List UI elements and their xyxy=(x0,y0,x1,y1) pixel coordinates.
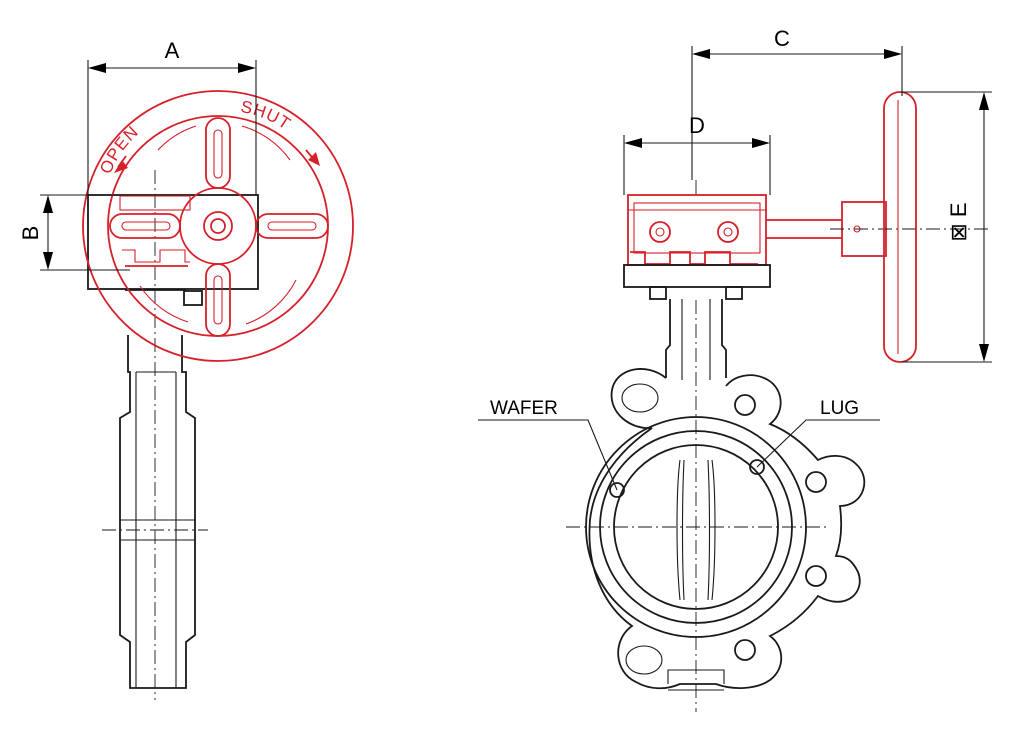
handwheel-side xyxy=(883,91,917,363)
dimension-e-label: ⊠ E xyxy=(946,202,971,241)
callout-wafer: WAFER xyxy=(478,398,618,491)
wafer-label: WAFER xyxy=(490,398,558,419)
side-gearbox xyxy=(87,194,259,290)
dimension-c-label: C xyxy=(774,26,790,51)
handwheel-front: OPEN SHUT xyxy=(82,90,354,362)
dimension-a-label: A xyxy=(165,38,180,63)
callout-lug: LUG xyxy=(756,398,880,468)
dimension-d-label: D xyxy=(689,113,705,138)
dimension-c: C xyxy=(691,26,903,180)
front-neck xyxy=(665,299,727,380)
front-gearbox xyxy=(623,180,771,300)
front-input-shaft xyxy=(766,201,990,257)
side-body xyxy=(102,170,208,700)
dimension-b: B xyxy=(18,194,130,271)
dimension-d: D xyxy=(623,113,771,195)
dimension-e: ⊠ E xyxy=(902,91,992,363)
open-arrowhead-icon xyxy=(114,160,128,173)
lug-label: LUG xyxy=(820,398,859,419)
dimension-b-label: B xyxy=(18,226,43,241)
front-view: C D ⊠ E xyxy=(478,26,992,712)
valve-body xyxy=(566,300,866,712)
dimension-a: A xyxy=(87,38,257,195)
side-view: OPEN SHUT A B xyxy=(18,38,354,700)
shut-arrowhead-icon xyxy=(308,152,320,166)
